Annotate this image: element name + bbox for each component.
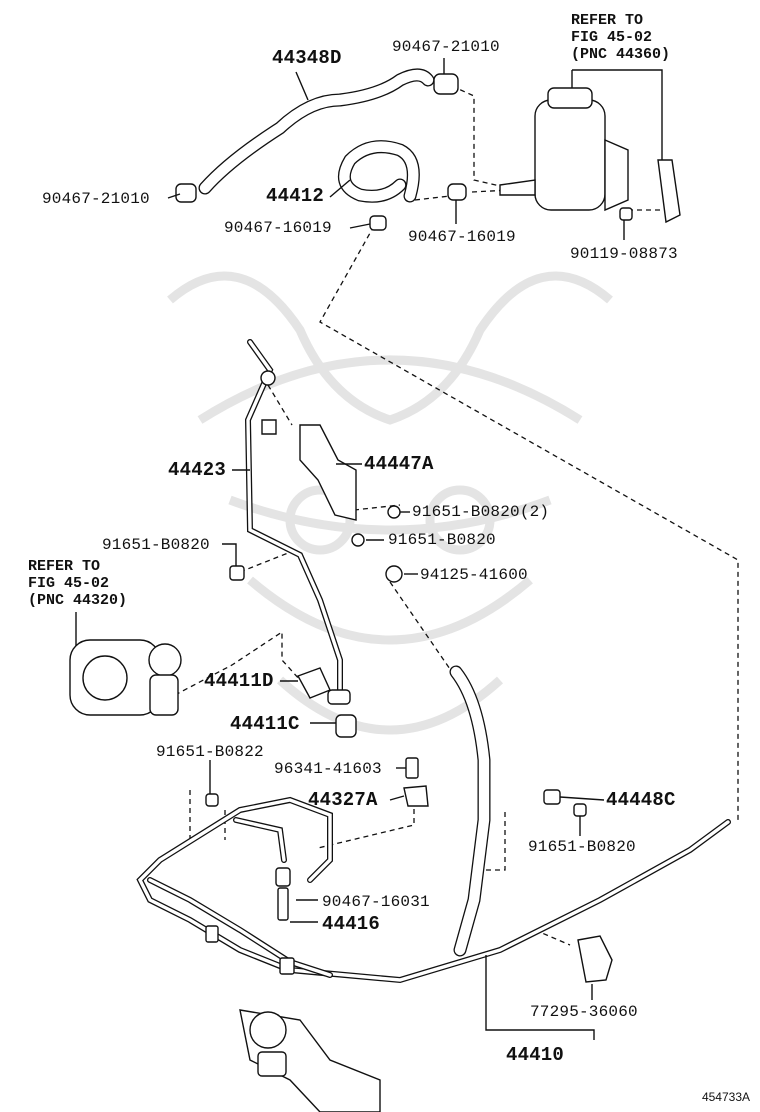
label-44411C: 44411C [230,713,300,735]
dashed-reference-lines [174,85,739,946]
pipe-44423 [244,339,351,705]
pump-reference-note: REFER TO FIG 45-02 (PNC 44320) [28,558,128,609]
label-90467-21010-top: 90467-21010 [392,38,500,56]
label-94125-41600: 94125-41600 [420,566,528,584]
label-91651-B0820-2: 91651-B0820(2) [412,503,550,521]
bracket-44447A [261,419,357,521]
label-44411D: 44411D [204,670,274,692]
label-90119-08873: 90119-08873 [570,245,678,263]
label-44423: 44423 [168,459,227,481]
label-90467-16019-right: 90467-16019 [408,228,516,246]
hose-44412 [337,140,420,203]
label-91651-B0820-right: 91651-B0820 [528,838,636,856]
steering-gear [239,1009,381,1112]
label-90467-21010-left: 90467-21010 [42,190,150,208]
label-77295-36060: 77295-36060 [530,1003,638,1021]
pump [69,612,182,716]
label-44447A: 44447A [364,453,434,475]
label-96341-41603: 96341-41603 [274,760,382,778]
return-pipes-44410 [136,796,731,984]
label-91651-B0820-left: 91651-B0820 [102,536,210,554]
pressure-hose [449,665,491,957]
fittings [205,505,613,983]
label-44348D: 44348D [272,47,342,69]
watermark-emblem [167,271,613,735]
label-44416: 44416 [322,913,381,935]
label-91651-B0822: 91651-B0822 [156,743,264,761]
reservoir [499,69,681,224]
figure-id: 454733A [701,1090,750,1104]
clamp-shapes [175,73,633,231]
label-44412: 44412 [266,185,325,207]
reservoir-reference-note: REFER TO FIG 45-02 (PNC 44360) [571,12,671,63]
hose-44348D [198,68,435,195]
label-44448C: 44448C [606,789,676,811]
label-90467-16031: 90467-16031 [322,893,430,911]
leader-lines [167,58,625,1040]
label-44327A: 44327A [308,789,378,811]
label-44410: 44410 [506,1044,565,1066]
label-91651-B0820-mid: 91651-B0820 [388,531,496,549]
label-90467-16019-left: 90467-16019 [224,219,332,237]
